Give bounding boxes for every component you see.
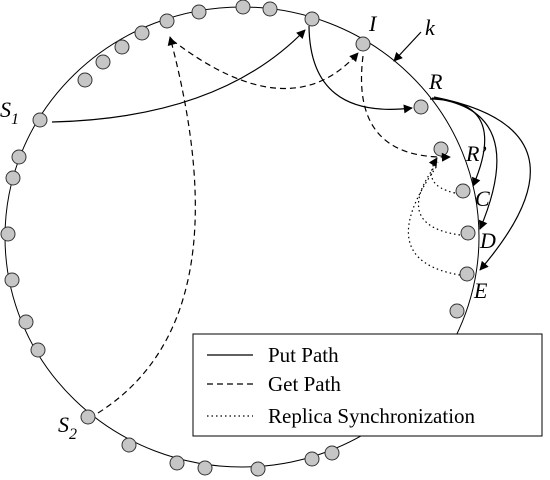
k-pointer — [393, 31, 422, 62]
node — [459, 266, 475, 282]
label-k: k — [425, 15, 436, 40]
get-path-top-to-i — [171, 39, 359, 90]
put-path-i-to-r — [308, 25, 413, 114]
node — [460, 225, 476, 241]
ring-nodes — [0, 0, 476, 477]
node — [355, 36, 371, 52]
node — [455, 183, 471, 199]
node — [134, 25, 150, 41]
label-r: R — [428, 69, 443, 94]
node — [449, 303, 465, 319]
node — [159, 13, 175, 29]
put-path-r-to-e — [433, 96, 531, 271]
node — [262, 1, 278, 17]
get-path-i-to-r-prime — [360, 55, 451, 162]
node — [304, 451, 320, 467]
sync-path-d — [417, 161, 461, 236]
put-paths — [51, 25, 531, 271]
node — [95, 54, 111, 70]
sync-path-c — [428, 157, 456, 194]
label-i: I — [368, 11, 378, 36]
label-r-prime: R’ — [465, 141, 487, 166]
node — [4, 272, 20, 288]
node — [30, 342, 46, 358]
node — [77, 72, 93, 88]
node — [191, 4, 207, 20]
label-s2: S2 — [58, 412, 77, 443]
node — [11, 149, 27, 165]
get-path-s2-to-top — [97, 36, 196, 414]
label-s1: S1 — [0, 97, 19, 128]
sync-path-e — [407, 165, 461, 276]
label-c: C — [475, 186, 490, 211]
sync-paths — [407, 157, 461, 276]
put-path-r-to-d — [431, 97, 498, 230]
node — [250, 461, 266, 477]
label-e: E — [473, 278, 488, 303]
node — [32, 112, 48, 128]
node — [0, 226, 16, 242]
get-paths — [97, 36, 451, 414]
node — [18, 314, 34, 330]
legend-get-label: Get Path — [268, 372, 341, 396]
node — [413, 99, 429, 115]
node — [80, 409, 96, 425]
put-path-s1-to-i — [51, 29, 306, 123]
node — [324, 445, 340, 461]
node — [433, 141, 449, 157]
legend-put-label: Put Path — [268, 343, 339, 367]
node — [121, 437, 137, 453]
legend-box — [192, 333, 543, 437]
node — [235, 0, 251, 15]
node — [114, 39, 130, 55]
node — [304, 11, 320, 27]
label-d: D — [479, 228, 496, 253]
legend: Put Path Get Path Replica Synchronizatio… — [192, 333, 543, 437]
legend-sync-label: Replica Synchronization — [268, 404, 476, 428]
node — [169, 455, 185, 471]
node — [5, 170, 21, 186]
node — [197, 460, 213, 476]
